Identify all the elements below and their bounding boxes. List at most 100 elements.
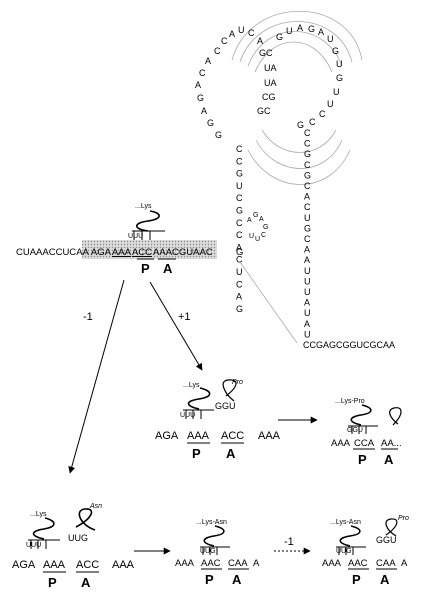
stem-nt: U: [304, 266, 311, 276]
trna1-anticodon: UUU: [180, 412, 195, 419]
trna-lys-top: ...Lys UUU: [128, 203, 165, 240]
bulge-nt: A: [247, 217, 252, 224]
pseudoknot-structure: C A C A G A G G C A U C A GC UA UA CG GC…: [195, 10, 395, 350]
codon: AAC: [348, 558, 368, 569]
trna1-anticodon: UUU: [26, 542, 41, 549]
a-site-label: A: [226, 446, 236, 461]
a-site-label: A: [81, 575, 91, 590]
loop-right-nt: G: [297, 120, 304, 130]
frameshift-arrows: -1 +1: [68, 279, 203, 474]
stack-nt: GC: [257, 106, 271, 116]
loop-right-nt: U: [333, 87, 340, 97]
c-trna2-anticodon: GGU: [376, 535, 397, 545]
a-site-label: A: [380, 572, 390, 587]
stem-nt: C: [236, 144, 243, 154]
c-trna-anticodon: UUG: [336, 548, 352, 555]
empty-trna-body: [389, 407, 402, 426]
trna1-stem: [28, 539, 60, 549]
loop-left-nt: C: [221, 36, 228, 46]
loop-right-nt: G: [336, 73, 343, 83]
stem-nt: C: [236, 156, 243, 166]
codon: CAA: [228, 558, 248, 569]
trna-stem-lines: [132, 230, 165, 240]
trna-anticodon: UUU: [128, 233, 143, 240]
c-trna2-body: [385, 518, 398, 537]
p-site-label: P: [205, 572, 214, 587]
codon: CCA: [354, 438, 375, 449]
central-stack: GC UA UA CG GC: [257, 48, 277, 116]
c-trna-label: ...Lys-Asn: [330, 519, 361, 526]
codon: AAA: [187, 430, 210, 442]
codon: AAA: [322, 558, 342, 569]
stem-nt: G: [304, 223, 311, 233]
stem-nt: A: [236, 242, 242, 252]
loop-right-nt: U: [286, 26, 293, 36]
stack-nt: CG: [262, 92, 276, 102]
codon: AGA: [155, 430, 179, 442]
result-trna-anticodon: GGU: [347, 427, 363, 434]
connector-line: [239, 261, 298, 344]
minus1-arrow: [68, 279, 125, 474]
stem-nt: U: [236, 181, 243, 191]
codon: AGA: [12, 559, 36, 571]
codon: AA...: [381, 438, 402, 449]
loop-right-nt: A: [318, 27, 324, 37]
stem-nt: C: [236, 279, 243, 289]
p-site-label: P: [141, 261, 150, 276]
stem-nt: U: [304, 276, 311, 286]
a-site-label: A: [163, 261, 173, 276]
result-trna-body: [350, 404, 372, 426]
stem-nt: U: [236, 267, 243, 277]
stem-nt: G: [236, 304, 243, 314]
loop-left-nt: C: [248, 28, 255, 38]
stem-nt: C: [236, 230, 243, 240]
stack-nt: UA: [264, 78, 277, 88]
codon: AAC: [201, 558, 221, 569]
loop-left-nt: A: [257, 36, 263, 46]
right-loop: G U A G A U G U G U U C C G: [276, 23, 343, 130]
minus1-label: -1: [83, 311, 93, 323]
stem-nt: A: [236, 292, 242, 302]
b-trna-stem: [200, 546, 230, 555]
loop-left-nt: A: [229, 29, 235, 39]
stem-nt: U: [304, 287, 311, 297]
stem-nt: C: [304, 181, 311, 191]
stem-nt: A: [304, 298, 310, 308]
trna1-label: ...Lys: [30, 511, 47, 518]
loop-right-nt: U: [336, 59, 343, 69]
b-trna-anticodon: UUG: [200, 548, 216, 555]
stem-nt: U: [304, 213, 311, 223]
stem-nt: C: [236, 193, 243, 203]
a-site-label: A: [384, 452, 394, 467]
codon: AAA: [112, 559, 135, 571]
codon: AAA: [175, 558, 195, 569]
trna-body: [135, 210, 160, 232]
loop-right-nt: U: [327, 34, 334, 44]
loop-right-nt: U: [327, 99, 334, 109]
stem-nt: G: [304, 149, 311, 159]
left-loop: C A C A G A G G C A U C A: [195, 25, 263, 140]
trna1-body: [32, 517, 55, 540]
codon: CAA: [376, 558, 396, 569]
bulge-nt: G: [263, 224, 268, 231]
loop-right-nt: C: [309, 117, 316, 127]
stem-nt: G: [236, 169, 243, 179]
stem-nt: A: [304, 192, 310, 202]
c-trna-stem: [336, 546, 366, 555]
stem-nt: G: [236, 206, 243, 216]
loop-left-nt: G: [197, 93, 204, 103]
b-trna-body: [203, 525, 225, 547]
codon: ACC: [76, 559, 99, 571]
a-site-label: A: [232, 572, 242, 587]
bulge-nt: G: [253, 212, 258, 219]
codon: A: [401, 558, 408, 569]
c-trna-body: [339, 525, 361, 547]
loop-left-nt: C: [214, 46, 221, 56]
trna1-body: [187, 387, 211, 410]
slippery-site-shading: [82, 240, 217, 259]
